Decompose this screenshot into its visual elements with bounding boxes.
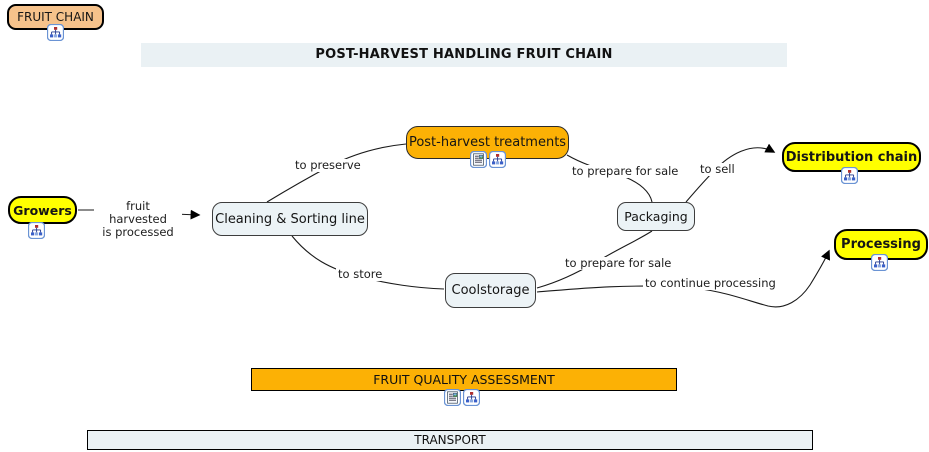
node-fruit-quality-assessment[interactable]: FRUIT QUALITY ASSESSMENT xyxy=(251,368,677,391)
cmap-icon[interactable] xyxy=(489,151,506,168)
node-distribution-chain[interactable]: Distribution chain xyxy=(782,142,921,172)
edge-label-postharvest-packaging: to prepare for sale xyxy=(570,164,681,178)
map-title: POST-HARVEST HANDLING FRUIT CHAIN xyxy=(141,43,787,67)
cmap-icon[interactable] xyxy=(463,389,480,406)
cmap-icon[interactable] xyxy=(28,222,45,239)
edge-label-cleaning-postharvest: to preserve xyxy=(293,158,363,172)
edge-label-growers-cleaning: fruit harvested is processed xyxy=(94,200,182,239)
edge-coolstorage-processing-arrow xyxy=(536,249,831,308)
node-packaging[interactable]: Packaging xyxy=(617,202,695,231)
edge-cleaning-coolstorage-line xyxy=(291,235,445,290)
node-transport[interactable]: TRANSPORT xyxy=(87,430,813,450)
node-post-harvest-treatments[interactable]: Post-harvest treatments xyxy=(406,126,569,159)
edge-label-packaging-distribution: to sell xyxy=(698,162,737,176)
document-icon[interactable] xyxy=(444,389,461,406)
edge-postharvest-packaging-line xyxy=(566,154,653,203)
node-coolstorage[interactable]: Coolstorage xyxy=(445,273,536,308)
node-growers[interactable]: Growers xyxy=(8,196,77,224)
cmap-icon[interactable] xyxy=(871,254,888,271)
node-cleaning-sorting-line[interactable]: Cleaning & Sorting line xyxy=(212,202,368,236)
cmap-icon[interactable] xyxy=(47,24,64,41)
edge-cleaning-postharvest-line xyxy=(266,143,407,203)
document-icon[interactable] xyxy=(470,151,487,168)
edge-label-cleaning-coolstorage: to store xyxy=(336,267,385,281)
cmap-icon[interactable] xyxy=(841,167,858,184)
edge-label-coolstorage-processing: to continue processing xyxy=(643,276,778,290)
edge-label-coolstorage-packaging: to prepare for sale xyxy=(563,256,674,270)
